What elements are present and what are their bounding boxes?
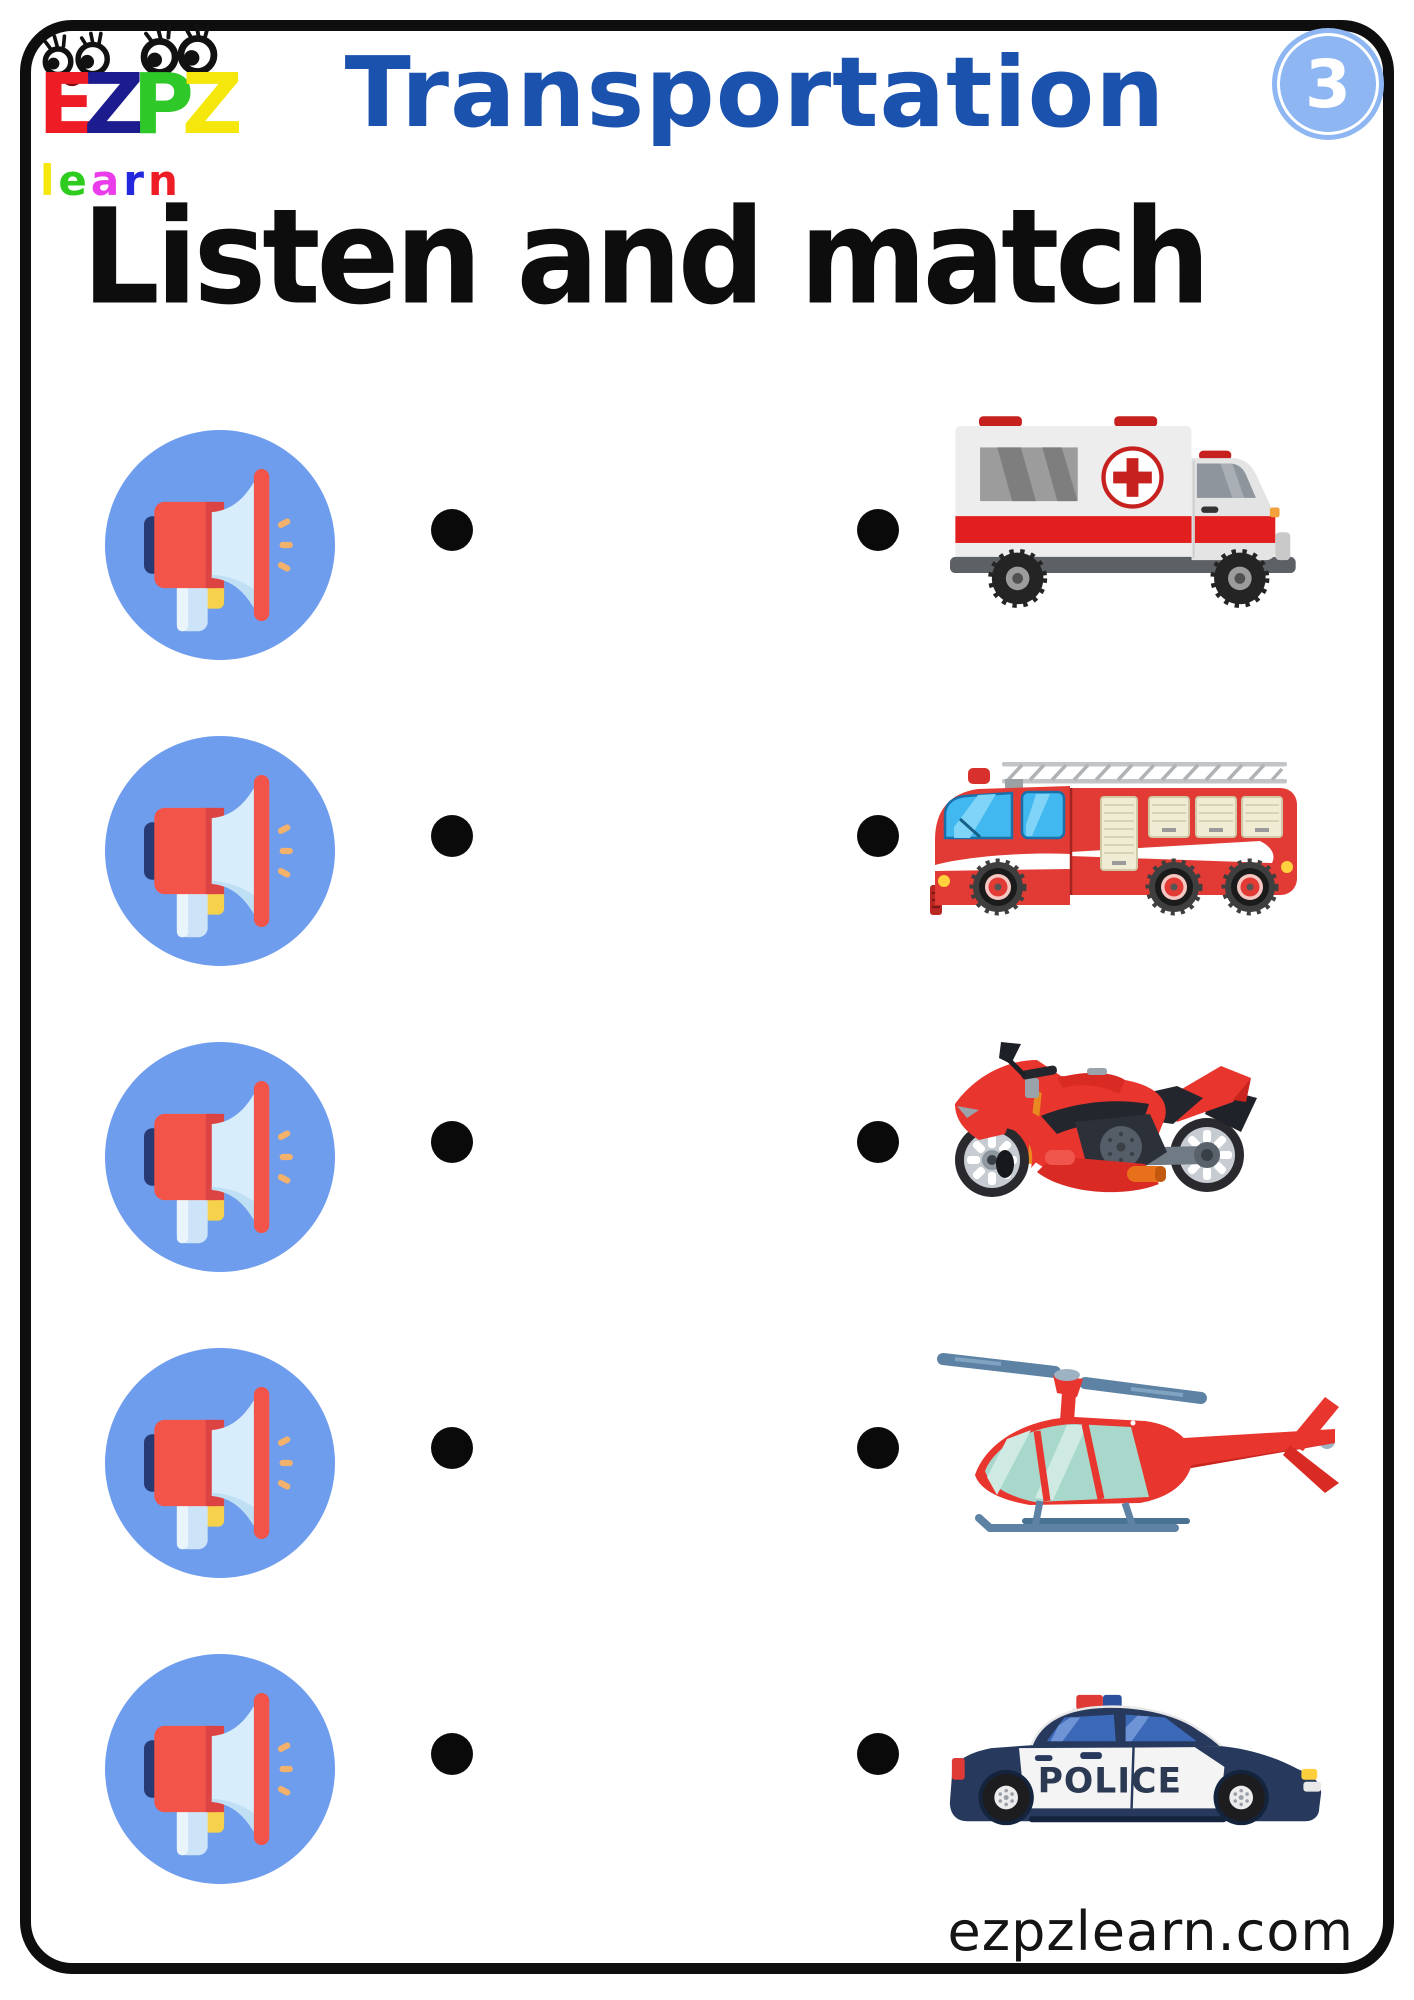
wheel-icon — [969, 858, 1027, 916]
helicopter-icon — [935, 1345, 1345, 1545]
match-dot-left[interactable] — [431, 509, 473, 551]
logo-letter: r — [123, 156, 148, 205]
logo-letter: l — [40, 156, 59, 205]
roller-door — [1195, 796, 1237, 838]
match-dot-left[interactable] — [431, 1427, 473, 1469]
match-dot-left[interactable] — [431, 1733, 473, 1775]
match-dot-right[interactable] — [857, 509, 899, 551]
logo-letter: Z — [83, 55, 145, 153]
googly-eyes-icon — [140, 22, 218, 88]
website-url: ezpzlearn.com — [947, 1900, 1354, 1963]
logo-letter: E — [38, 55, 96, 153]
instruction-heading: Listen and match — [82, 180, 1211, 334]
page-number: 3 — [1305, 45, 1351, 123]
worksheet-title: Transportation — [344, 36, 1166, 149]
listen-audio-button[interactable] — [105, 430, 335, 660]
googly-eyes-icon — [42, 31, 110, 87]
police-car-icon: POLICE — [940, 1682, 1335, 1842]
listen-audio-button[interactable] — [105, 1042, 335, 1272]
logo-letter: a — [90, 156, 124, 205]
roller-door — [1241, 796, 1283, 838]
motorcycle-icon — [945, 1042, 1275, 1237]
match-dot-left[interactable] — [431, 1121, 473, 1163]
match-dot-right[interactable] — [857, 1121, 899, 1163]
roller-door — [1148, 796, 1190, 838]
page-number-badge: 3 — [1272, 28, 1384, 140]
wheel-icon — [982, 1773, 1030, 1822]
megaphone-icon — [105, 1042, 335, 1272]
roller-door — [1100, 796, 1138, 871]
wheel-icon — [1221, 858, 1279, 916]
wheel-icon — [1145, 858, 1203, 916]
wheel-icon — [1217, 1773, 1265, 1822]
logo-letter: P — [132, 55, 194, 153]
listen-audio-button[interactable] — [105, 1348, 335, 1578]
match-dot-right[interactable] — [857, 1733, 899, 1775]
logo-learn-text: l e a r n — [40, 160, 182, 202]
match-row — [0, 698, 1414, 1004]
megaphone-icon — [105, 430, 335, 660]
ezpz-learn-logo: E Z P Z l e a r n — [38, 22, 278, 212]
logo-letter: e — [58, 156, 91, 205]
listen-audio-button[interactable] — [105, 736, 335, 966]
logo-ezpz-text: E Z P Z — [38, 55, 243, 153]
megaphone-icon — [105, 736, 335, 966]
match-dot-right[interactable] — [857, 815, 899, 857]
megaphone-icon — [105, 1348, 335, 1578]
page-border — [20, 20, 1394, 1974]
match-row — [0, 1310, 1414, 1616]
match-dot-right[interactable] — [857, 1427, 899, 1469]
match-row: POLICE — [0, 1616, 1414, 1922]
logo-letter: n — [147, 156, 182, 205]
megaphone-icon — [105, 1654, 335, 1884]
wheel-icon — [1210, 548, 1270, 608]
ambulance-icon — [950, 412, 1315, 616]
match-dot-left[interactable] — [431, 815, 473, 857]
logo-letter: Z — [181, 55, 243, 153]
wheel-icon — [988, 548, 1048, 608]
police-car-label: POLICE — [1038, 1762, 1182, 1802]
match-row — [0, 392, 1414, 698]
fire-truck-icon — [930, 755, 1305, 920]
listen-audio-button[interactable] — [105, 1654, 335, 1884]
match-row — [0, 1004, 1414, 1310]
